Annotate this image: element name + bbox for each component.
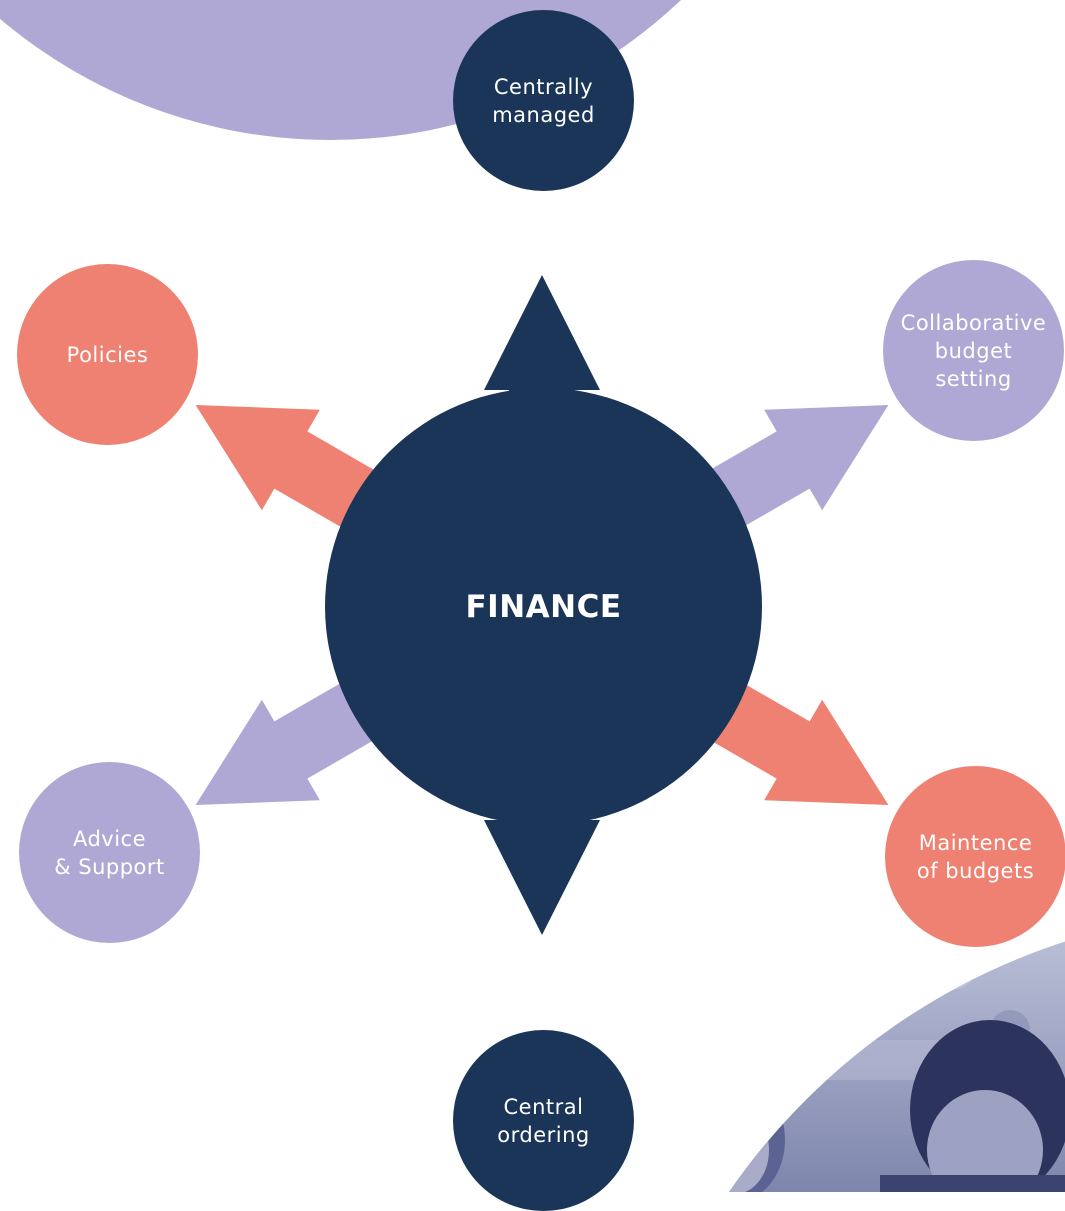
node-maintenance-of-budgets: Maintence of budgets: [885, 766, 1065, 947]
node-label: Collaborative budget setting: [900, 310, 1047, 391]
node-centrally-managed: Centrally managed: [453, 10, 634, 191]
node-label: Advice & Support: [54, 826, 165, 879]
node-label: Centrally managed: [492, 74, 595, 127]
node-central-ordering: Central ordering: [453, 1030, 634, 1211]
node-label: Central ordering: [497, 1094, 590, 1147]
node-collaborative-budget-setting: Collaborative budget setting: [883, 260, 1064, 441]
center-node-finance: FINANCE: [325, 388, 762, 825]
node-label: Policies: [66, 342, 149, 367]
node-policies: Policies: [17, 264, 198, 445]
decorative-blob: [0, 0, 681, 140]
node-label: Maintence of budgets: [916, 830, 1035, 883]
node-advice-support: Advice & Support: [19, 762, 200, 943]
center-label: FINANCE: [465, 588, 622, 625]
